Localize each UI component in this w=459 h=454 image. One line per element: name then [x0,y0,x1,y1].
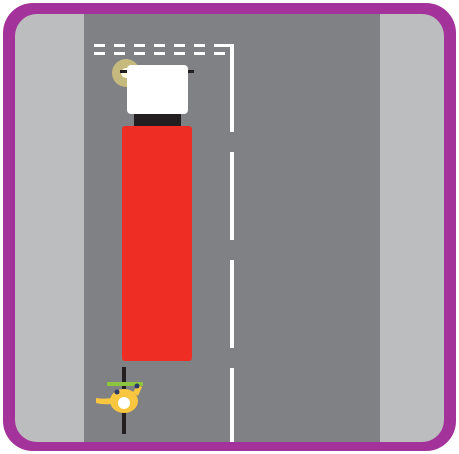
give-way-dash [94,52,105,55]
truck-hitch [134,114,181,127]
give-way-dash [134,52,145,55]
give-way-dash [174,52,185,55]
lane-dash [230,260,234,348]
lane-dash [230,152,234,240]
give-way-dash [194,52,205,55]
give-way-dash [134,44,145,47]
truck-trailer [122,126,192,361]
cyclist-hand-right [135,384,140,389]
give-way-dash [154,52,165,55]
cyclist-helmet-icon [118,397,130,409]
right-pavement [370,14,444,442]
give-way-dash [214,52,225,55]
give-way-dash [194,44,205,47]
truck-cab [127,65,188,114]
give-way-dash [174,44,185,47]
give-way-dash [114,44,125,47]
lane-dash [230,44,234,132]
left-pavement [15,14,95,442]
give-way-dash [114,52,125,55]
give-way-dash [94,44,105,47]
cyclist-hand-left [115,390,120,395]
bike-tyre-rear [122,412,126,434]
lane-dash [230,368,234,442]
give-way-dash [154,44,165,47]
